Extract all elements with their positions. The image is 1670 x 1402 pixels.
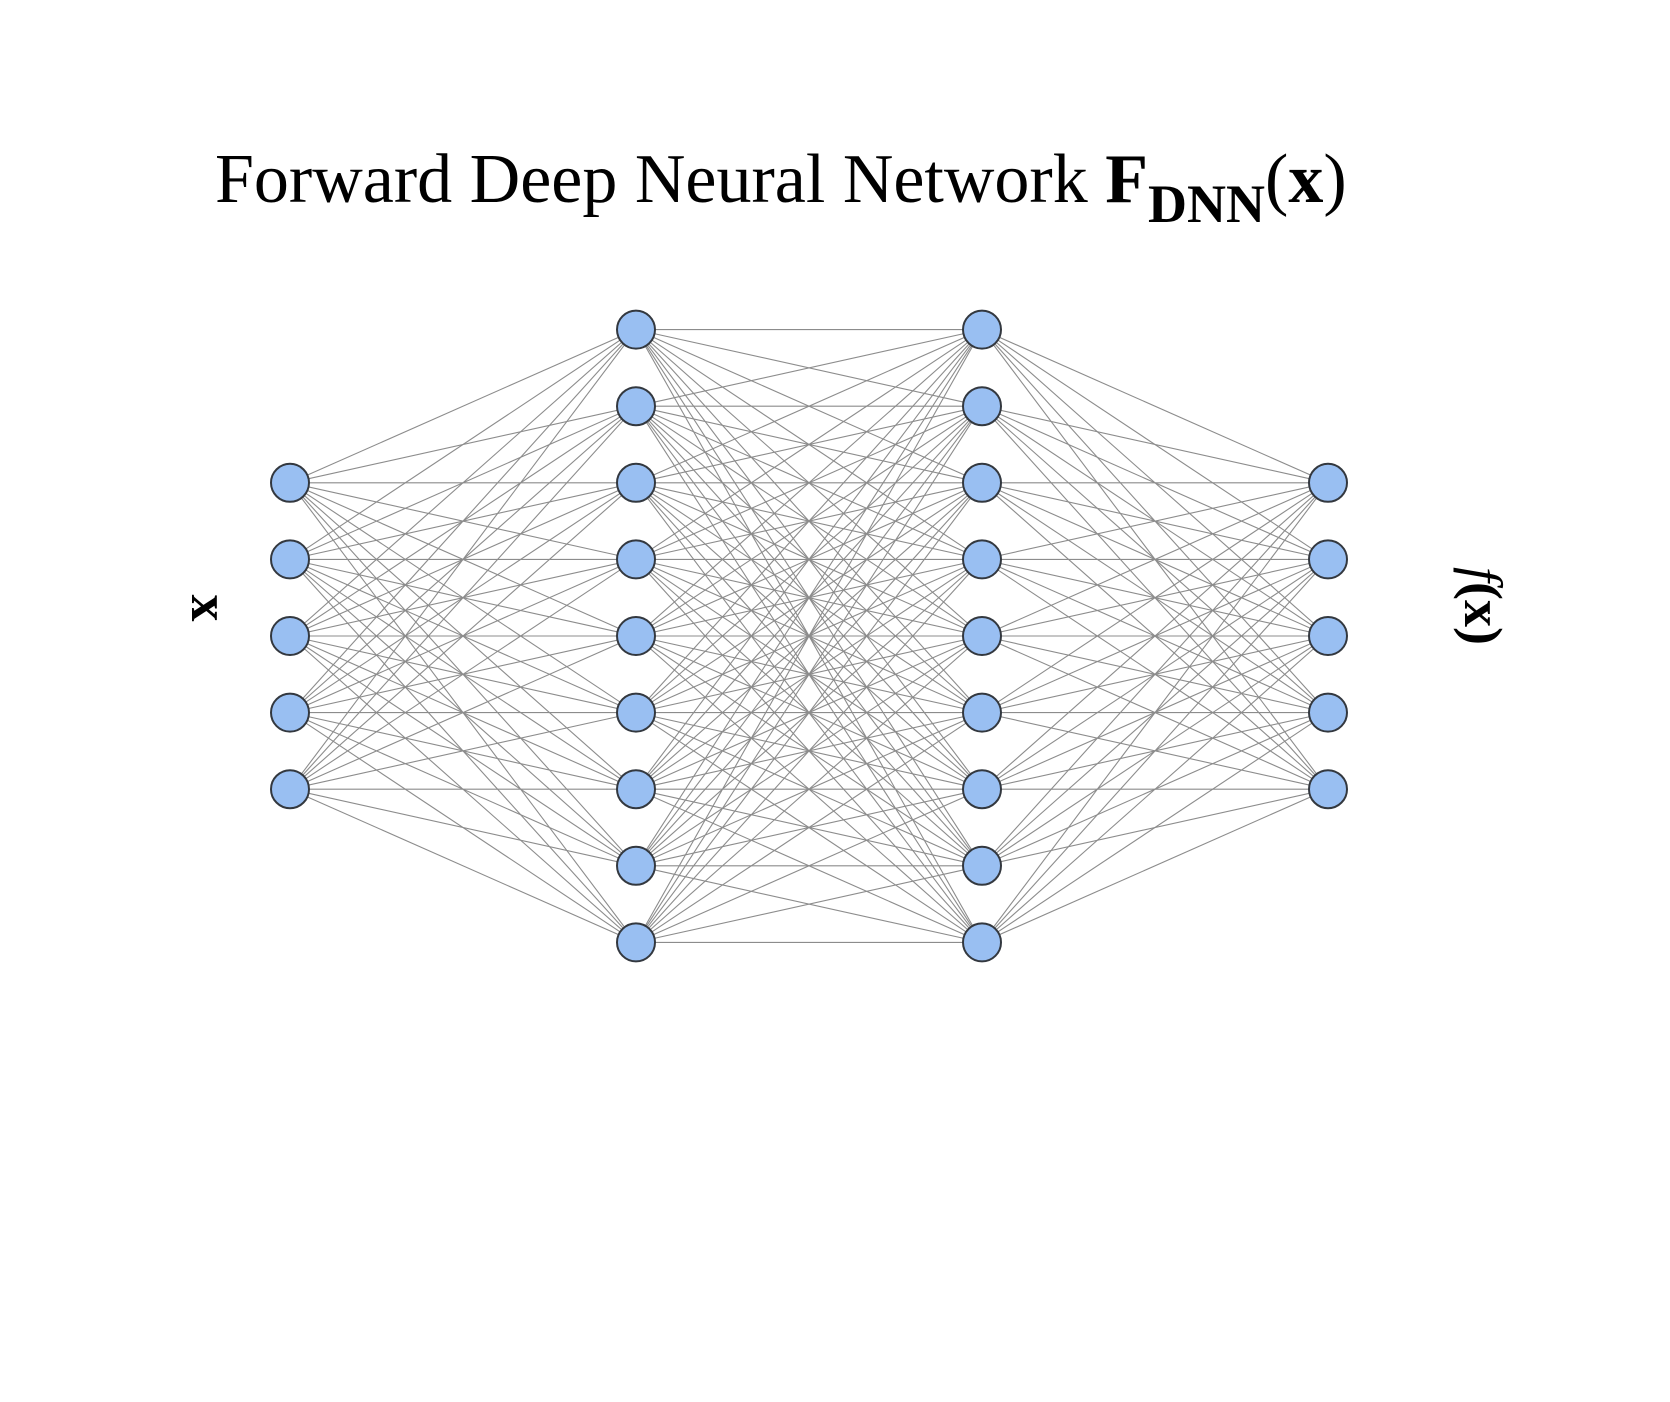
connections-group bbox=[289, 329, 1329, 943]
connection-input-4-to-hidden-1-1 bbox=[289, 405, 637, 790]
connection-hidden-2-4-to-output-0 bbox=[981, 482, 1329, 637]
neuron-hidden-1-7 bbox=[616, 845, 656, 886]
neuron-hidden-2-1 bbox=[962, 386, 1002, 427]
connection-hidden-1-8-to-hidden-2-6 bbox=[635, 788, 983, 943]
output-close-paren: ) bbox=[1453, 627, 1513, 645]
title-prefix: Forward Deep Neural Network bbox=[215, 141, 1105, 218]
connection-hidden-1-2-to-hidden-2-0 bbox=[635, 329, 983, 484]
neuron-input-3 bbox=[270, 692, 310, 733]
output-open-paren: ( bbox=[1453, 582, 1513, 600]
title-subscript: DNN bbox=[1148, 174, 1265, 234]
neuron-hidden-2-3 bbox=[962, 539, 1002, 580]
neuron-input-2 bbox=[270, 616, 310, 656]
neuron-hidden-2-7 bbox=[962, 845, 1002, 886]
connection-input-1-to-hidden-1-0 bbox=[289, 329, 637, 560]
title-close-paren: ) bbox=[1323, 141, 1346, 218]
connection-hidden-1-8-to-hidden-2-1 bbox=[635, 405, 983, 943]
neuron-hidden-1-2 bbox=[616, 462, 656, 503]
neuron-input-1 bbox=[270, 539, 310, 580]
connection-hidden-2-5-to-output-0 bbox=[981, 482, 1329, 714]
connection-hidden-1-6-to-hidden-2-0 bbox=[635, 329, 983, 790]
connection-input-4-to-hidden-1-0 bbox=[289, 329, 637, 790]
neuron-hidden-2-6 bbox=[962, 769, 1002, 810]
neuron-hidden-2-5 bbox=[962, 692, 1002, 733]
output-argument: x bbox=[1453, 600, 1513, 627]
output-label: f(x) bbox=[1453, 567, 1513, 645]
neuron-hidden-2-2 bbox=[962, 462, 1002, 503]
connection-hidden-2-8-to-output-3 bbox=[981, 712, 1329, 943]
connection-input-4-to-hidden-1-7 bbox=[289, 788, 637, 867]
connection-input-4-to-hidden-1-5 bbox=[289, 712, 637, 790]
connection-input-4-to-hidden-1-4 bbox=[289, 635, 637, 790]
connection-hidden-1-8-to-hidden-2-3 bbox=[635, 559, 983, 943]
neuron-hidden-1-1 bbox=[616, 386, 656, 427]
neuron-hidden-2-0 bbox=[962, 309, 1002, 350]
connection-hidden-2-8-to-output-2 bbox=[981, 635, 1329, 943]
title-open-paren: ( bbox=[1265, 141, 1288, 218]
connection-hidden-1-8-to-hidden-2-7 bbox=[635, 865, 983, 943]
connection-hidden-1-7-to-hidden-2-0 bbox=[635, 329, 983, 867]
neuron-input-4 bbox=[270, 769, 310, 810]
connection-hidden-2-7-to-output-0 bbox=[981, 482, 1329, 867]
neuron-hidden-2-8 bbox=[962, 922, 1002, 963]
neuron-hidden-2-4 bbox=[962, 616, 1002, 656]
neuron-hidden-1-5 bbox=[616, 692, 656, 733]
neuron-output-0 bbox=[1308, 462, 1348, 503]
input-label: x bbox=[180, 595, 240, 622]
neuron-hidden-1-0 bbox=[616, 309, 656, 350]
neuron-output-2 bbox=[1308, 616, 1348, 656]
neuron-hidden-1-8 bbox=[616, 922, 656, 963]
neuron-output-3 bbox=[1308, 692, 1348, 733]
connection-hidden-2-0-to-output-0 bbox=[981, 329, 1329, 484]
connection-input-3-to-hidden-1-0 bbox=[289, 329, 637, 713]
connection-input-0-to-hidden-1-0 bbox=[289, 329, 637, 484]
connection-hidden-2-6-to-output-0 bbox=[981, 482, 1329, 790]
connection-input-2-to-hidden-1-0 bbox=[289, 329, 637, 637]
connection-hidden-1-8-to-hidden-2-4 bbox=[635, 635, 983, 943]
neuron-output-1 bbox=[1308, 539, 1348, 580]
connection-hidden-2-8-to-output-1 bbox=[981, 559, 1329, 943]
connection-hidden-1-8-to-hidden-2-2 bbox=[635, 482, 983, 943]
connection-input-4-to-hidden-1-2 bbox=[289, 482, 637, 790]
neuron-hidden-1-3 bbox=[616, 539, 656, 580]
connection-hidden-1-3-to-hidden-2-0 bbox=[635, 329, 983, 560]
connection-hidden-1-8-to-hidden-2-5 bbox=[635, 712, 983, 943]
neuron-input-0 bbox=[270, 462, 310, 503]
title-argument: x bbox=[1288, 141, 1323, 218]
neuron-hidden-1-4 bbox=[616, 616, 656, 656]
connection-input-4-to-hidden-1-8 bbox=[289, 788, 637, 943]
diagram-title: Forward Deep Neural Network FDNN(x) bbox=[215, 141, 1347, 234]
connection-hidden-1-5-to-hidden-2-0 bbox=[635, 329, 983, 713]
neuron-hidden-1-6 bbox=[616, 769, 656, 810]
title-symbol: F bbox=[1105, 141, 1148, 218]
connection-hidden-2-8-to-output-4 bbox=[981, 788, 1329, 943]
connection-hidden-1-8-to-hidden-2-0 bbox=[635, 329, 983, 943]
neurons-group bbox=[270, 309, 1348, 963]
connection-hidden-2-8-to-output-0 bbox=[981, 482, 1329, 943]
connection-hidden-1-4-to-hidden-2-0 bbox=[635, 329, 983, 637]
connection-hidden-2-1-to-output-0 bbox=[981, 405, 1329, 484]
connection-hidden-1-1-to-hidden-2-0 bbox=[635, 329, 983, 407]
neuron-output-4 bbox=[1308, 769, 1348, 810]
connection-hidden-2-3-to-output-0 bbox=[981, 482, 1329, 560]
connection-input-4-to-hidden-1-3 bbox=[289, 558, 637, 790]
